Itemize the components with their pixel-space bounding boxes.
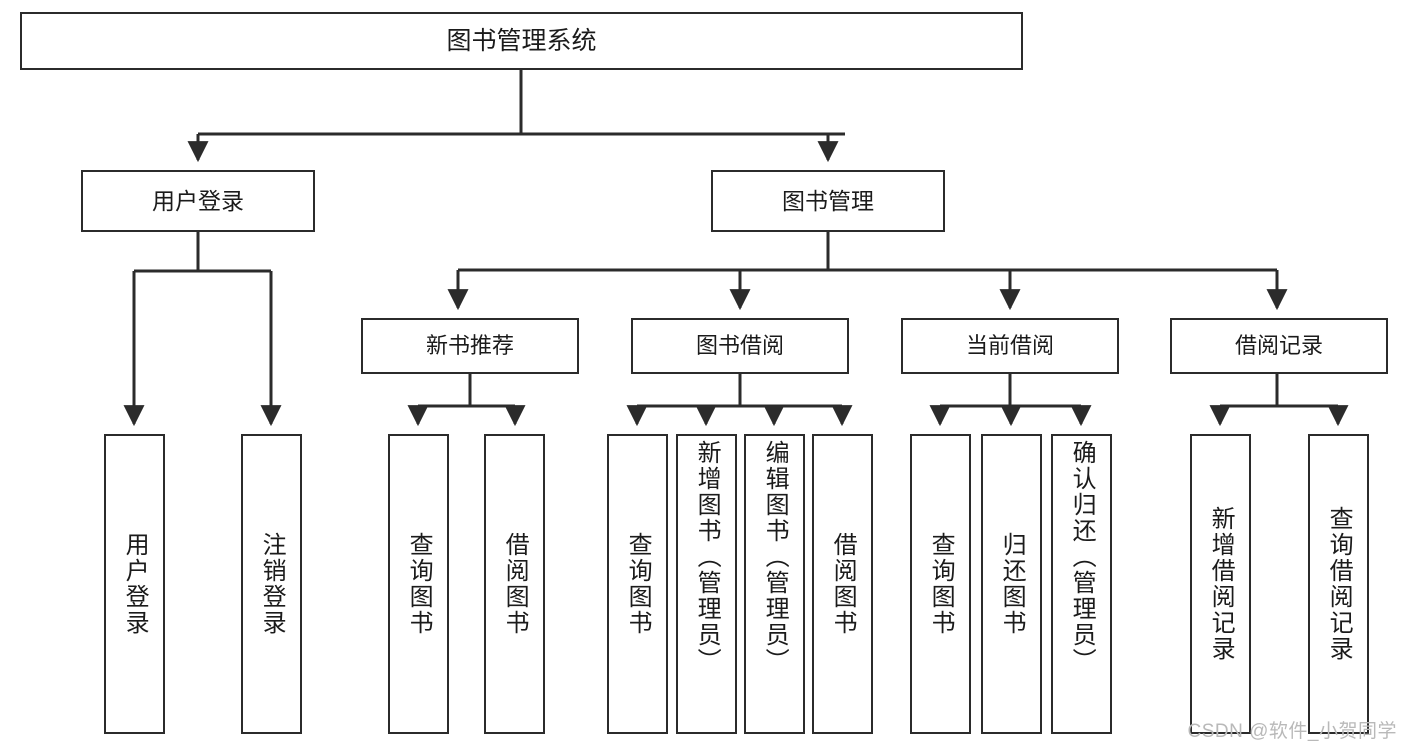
leaf-user-logout[interactable]: 注销登录 — [241, 434, 302, 734]
node-new-book-recommend[interactable]: 新书推荐 — [361, 318, 579, 374]
leaf-query-record[interactable]: 查询借阅记录 — [1308, 434, 1369, 734]
leaf-borrow-book-2-label: 借阅图书 — [829, 532, 857, 636]
node-book-manage-label: 图书管理 — [782, 187, 874, 214]
leaf-borrow-book-2[interactable]: 借阅图书 — [812, 434, 873, 734]
leaf-add-record[interactable]: 新增借阅记录 — [1190, 434, 1251, 734]
leaf-add-book-label: 新增图书（管理员） — [693, 440, 721, 674]
leaf-borrow-book-1[interactable]: 借阅图书 — [484, 434, 545, 734]
node-book-manage[interactable]: 图书管理 — [711, 170, 945, 232]
node-book-borrow-label: 图书借阅 — [695, 333, 784, 359]
node-user-login[interactable]: 用户登录 — [81, 170, 315, 232]
leaf-user-logout-label: 注销登录 — [258, 532, 286, 636]
leaf-user-login[interactable]: 用户登录 — [104, 434, 165, 734]
node-current-borrow-label: 当前借阅 — [965, 333, 1054, 359]
csdn-watermark: CSDN @软件_小贺同学 — [1187, 721, 1397, 742]
leaf-confirm-return[interactable]: 确认归还（管理员） — [1051, 434, 1112, 734]
node-user-login-label: 用户登录 — [152, 187, 244, 214]
leaf-return-book-label: 归还图书 — [998, 532, 1026, 636]
leaf-borrow-book-1-label: 借阅图书 — [501, 532, 529, 636]
node-current-borrow[interactable]: 当前借阅 — [901, 318, 1119, 374]
leaf-add-record-label: 新增借阅记录 — [1207, 506, 1235, 662]
leaf-edit-book[interactable]: 编辑图书（管理员） — [744, 434, 805, 734]
leaf-return-book[interactable]: 归还图书 — [981, 434, 1042, 734]
node-root[interactable]: 图书管理系统 — [20, 12, 1023, 70]
leaf-edit-book-label: 编辑图书（管理员） — [761, 440, 789, 674]
leaf-query-record-label: 查询借阅记录 — [1325, 506, 1353, 662]
leaf-query-book-1-label: 查询图书 — [405, 532, 433, 636]
node-borrow-record[interactable]: 借阅记录 — [1170, 318, 1388, 374]
leaf-query-book-3-label: 查询图书 — [927, 532, 955, 636]
node-root-label: 图书管理系统 — [446, 26, 597, 55]
leaf-query-book-2-label: 查询图书 — [624, 532, 652, 636]
node-borrow-record-label: 借阅记录 — [1234, 333, 1323, 359]
leaf-query-book-1[interactable]: 查询图书 — [388, 434, 449, 734]
leaf-query-book-2[interactable]: 查询图书 — [607, 434, 668, 734]
leaf-query-book-3[interactable]: 查询图书 — [910, 434, 971, 734]
leaf-user-login-label: 用户登录 — [121, 532, 149, 636]
node-new-book-recommend-label: 新书推荐 — [425, 333, 514, 359]
node-book-borrow[interactable]: 图书借阅 — [631, 318, 849, 374]
leaf-confirm-return-label: 确认归还（管理员） — [1068, 440, 1096, 674]
leaf-add-book[interactable]: 新增图书（管理员） — [676, 434, 737, 734]
